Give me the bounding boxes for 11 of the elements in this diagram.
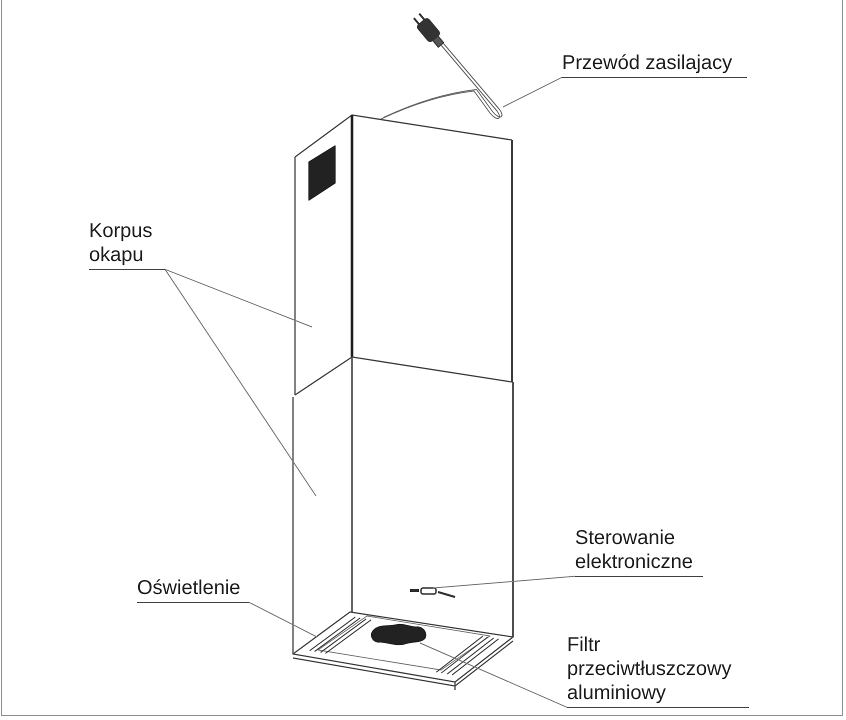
leader-line [432, 576, 576, 588]
leader-line [248, 602, 318, 638]
leader-line [164, 268, 312, 328]
leader-line [164, 268, 316, 496]
part-label: Przewód zasilajacy [562, 51, 747, 78]
part-label: Oświetlenie [137, 576, 249, 603]
leader-line [502, 76, 562, 108]
part-label: Korpus okapu [89, 219, 165, 270]
part-label: Sterowanie elektroniczne [575, 526, 703, 577]
part-label: Filtr przeciwtłuszczowy aluminiowy [567, 633, 749, 708]
leader-line [420, 642, 568, 708]
